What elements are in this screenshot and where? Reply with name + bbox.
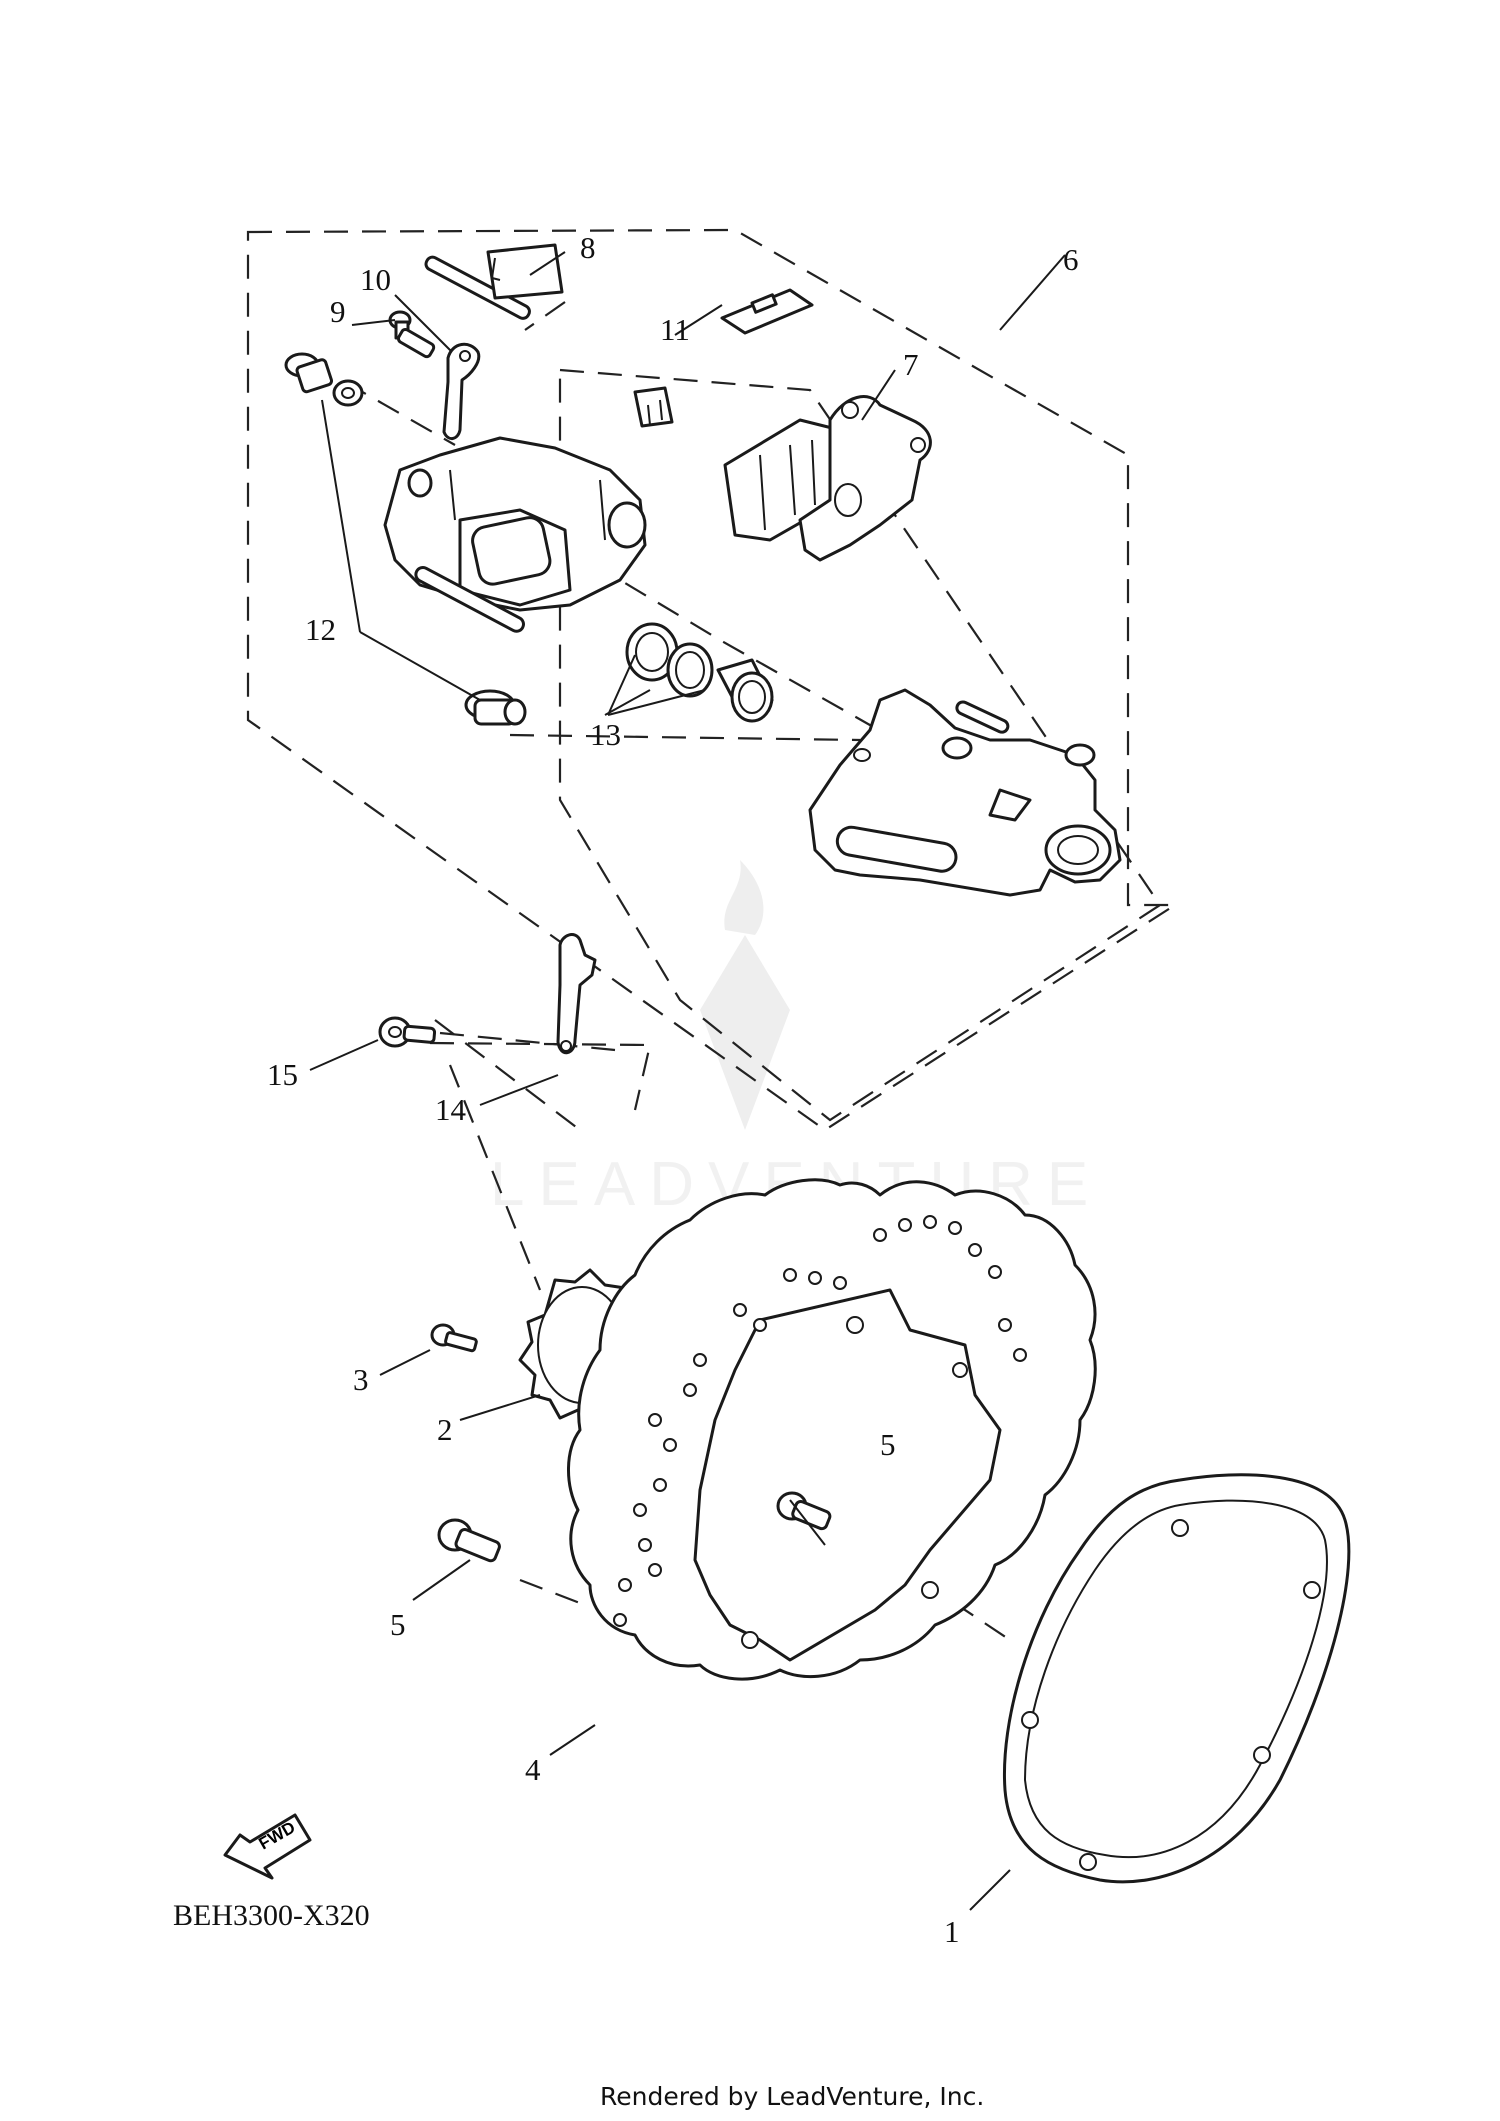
callout-5-left: 5	[390, 1607, 406, 1642]
footer-credit: Rendered by LeadVenture, Inc.	[600, 2082, 984, 2111]
callout-5-center: 5	[880, 1427, 896, 1462]
caliper-body	[383, 436, 647, 633]
seal-1	[625, 622, 679, 682]
disc-holes	[613, 1215, 1027, 1627]
callout-9: 9	[330, 294, 346, 329]
callout-15: 15	[267, 1057, 298, 1092]
gasket-ring	[1002, 1473, 1351, 1884]
pin-and-clip	[424, 243, 564, 320]
caliper-assembly-boundary	[246, 228, 1179, 1132]
callout-4: 4	[525, 1752, 541, 1787]
bolt-small	[378, 1016, 437, 1048]
seal-2	[666, 642, 714, 698]
sensor-bracket	[556, 933, 597, 1055]
watermark-logo: LEADVENTURE	[490, 860, 1088, 1219]
callout-7: 7	[903, 347, 919, 382]
callout-6: 6	[1063, 242, 1079, 277]
leader-lines	[309, 251, 1066, 1911]
fwd-arrow-icon: FWD	[223, 1813, 312, 1880]
piston	[716, 658, 774, 723]
callout-8: 8	[580, 230, 596, 265]
bleed-screw	[388, 310, 436, 359]
bracket	[442, 342, 481, 440]
pad-group-boundary	[558, 368, 1162, 1122]
callout-14: 14	[435, 1092, 467, 1127]
brake-pads	[723, 395, 932, 562]
pad-spring	[633, 288, 814, 428]
diagram-code: BEH3300-X320	[173, 1899, 370, 1932]
disc-bolt-left	[437, 1518, 501, 1563]
callout-labels: 6 7 8 9 10 11 12 13 14 15 3 2 5 5 4 1	[267, 230, 1079, 1949]
callout-11: 11	[660, 312, 690, 347]
callout-13: 13	[590, 717, 621, 752]
caliper-bracket	[808, 688, 1122, 897]
callout-1: 1	[944, 1914, 960, 1949]
brake-disc	[567, 1178, 1097, 1681]
small-screw	[430, 1323, 478, 1353]
callout-2: 2	[437, 1412, 453, 1447]
callout-12: 12	[305, 612, 336, 647]
callout-10: 10	[360, 262, 391, 297]
callout-3: 3	[353, 1362, 369, 1397]
bolt-with-washer	[284, 352, 364, 407]
